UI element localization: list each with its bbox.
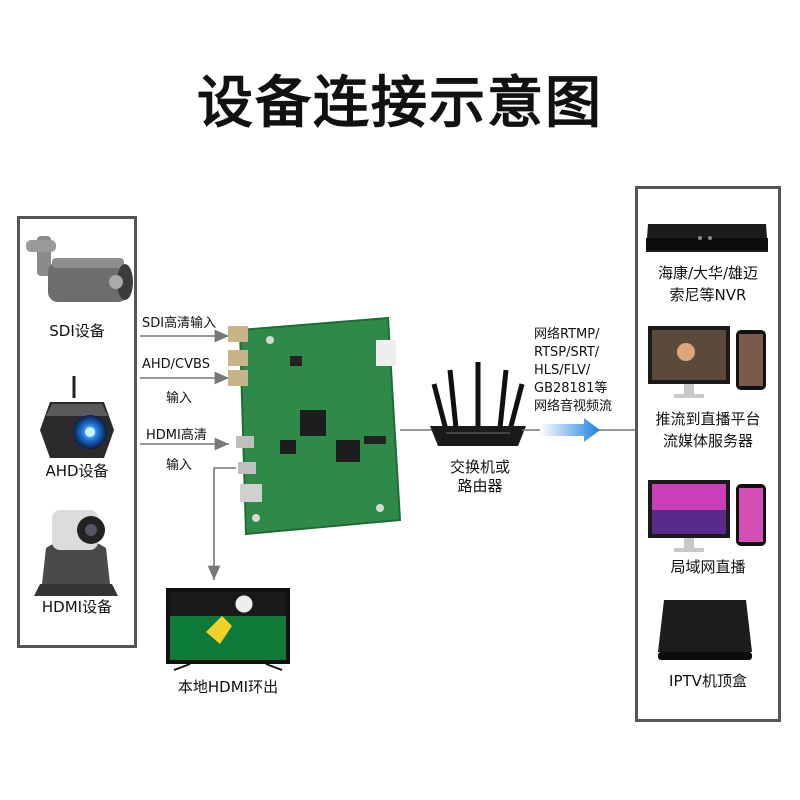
ahd-device-label: AHD设备 [45,462,109,480]
router-label-1: 交换机或 [449,458,510,476]
input-devices-panel [17,216,137,648]
encoder-board-icon [228,316,402,536]
hdmi-input-label-2: 输入 [166,458,193,473]
ahd-input-label-2: 输入 [166,391,193,406]
iptv-box-icon [658,600,752,660]
output-devices-panel [635,186,781,722]
protocol-line-3: HLS/FLV/ [534,363,591,378]
router-icon [430,362,526,446]
protocol-line-5: 网络音视频流 [534,399,613,414]
sdi-input-label: SDI高清输入 [142,316,217,331]
hdmi-device-label: HDMI设备 [41,598,113,616]
lan-live-icon [648,480,766,552]
protocol-line-1: 网络RTMP/ [534,327,600,342]
loop-out-label: 本地HDMI环出 [177,678,279,696]
nvr-label-1: 海康/大华/雄迈 [657,264,759,282]
stream-label-1: 推流到直播平台 [655,410,761,428]
protocol-line-4: GB28181等 [534,381,608,396]
stream-arrow [540,418,600,442]
iptv-label: IPTV机顶盒 [669,672,747,690]
nvr-label-2: 索尼等NVR [669,286,747,304]
ptz-camera-icon [34,510,118,596]
sdi-camera-icon [26,236,133,302]
protocol-line-2: RTSP/SRT/ [534,345,600,360]
stream-label-2: 流媒体服务器 [662,432,753,450]
streaming-platform-icon [648,326,766,398]
nvr-icon [646,224,768,252]
lan-label: 局域网直播 [670,558,746,576]
sdi-device-label: SDI设备 [49,322,105,340]
hdmi-input-label-1: HDMI高清 [146,428,207,443]
loop-out-arrow [207,467,236,580]
ahd-input-label-1: AHD/CVBS [142,357,210,372]
tv-icon [166,588,290,671]
ahd-camera-icon [40,376,114,458]
page-title: 设备连接示意图 [197,71,603,136]
router-label-2: 路由器 [457,477,503,495]
